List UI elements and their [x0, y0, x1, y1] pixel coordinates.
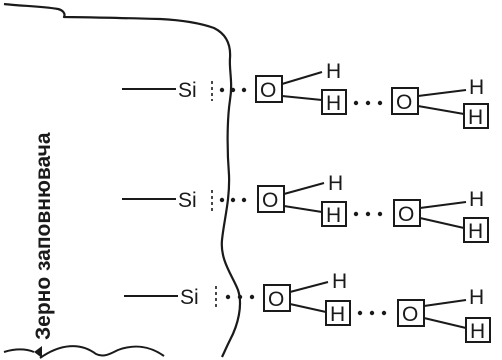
grain-boundary	[3, 2, 242, 358]
oxygen-atom: O	[396, 91, 412, 114]
grain-label: Зерно заповнювача	[32, 132, 55, 340]
oxygen-box	[263, 284, 291, 312]
oxygen-box	[393, 199, 421, 227]
hydrogen-atom: H	[330, 303, 345, 326]
oh-bond	[423, 317, 467, 329]
oxygen-atom: O	[262, 189, 278, 212]
oxygen-atom: O	[398, 203, 414, 226]
oh-bond	[289, 303, 327, 313]
hydrogen-box	[463, 217, 489, 243]
dot	[353, 100, 359, 106]
dot	[241, 87, 247, 93]
oxygen-box	[255, 75, 283, 103]
arrow-icon	[34, 346, 42, 358]
row-3: Si O H H O H H	[124, 270, 491, 343]
hydrogen-atom: H	[469, 286, 484, 309]
hydrogen-atom: H	[332, 270, 347, 293]
row-2: Si O H H O H H	[122, 172, 489, 243]
oh-bond	[283, 205, 323, 213]
hydrogen-atom: H	[468, 220, 483, 243]
dot	[357, 310, 363, 316]
oxygen-atom: O	[402, 303, 418, 326]
dot	[225, 294, 231, 300]
dot	[230, 87, 236, 93]
dot	[230, 197, 236, 203]
oh-bond	[281, 71, 323, 85]
si-atom: Si	[178, 79, 197, 102]
dot	[369, 310, 375, 316]
dot	[249, 294, 255, 300]
oh-bond	[419, 217, 465, 229]
grain-bottom-edge	[3, 345, 165, 359]
si-atom: Si	[178, 189, 197, 212]
oxygen-box	[257, 185, 285, 213]
oh-bond	[417, 105, 465, 115]
dot	[237, 294, 243, 300]
oxygen-box	[391, 87, 419, 115]
oh-bond	[281, 95, 323, 101]
dot	[219, 87, 225, 93]
oxygen-box	[397, 299, 425, 327]
dot	[219, 197, 225, 203]
hydrogen-box	[463, 103, 489, 129]
dot	[365, 100, 371, 106]
hydrogen-atom: H	[328, 172, 343, 195]
hydrogen-atom: H	[326, 204, 341, 227]
hydrogen-box	[325, 300, 351, 326]
hydrogen-box	[321, 89, 347, 115]
dot	[381, 310, 387, 316]
hydrogen-atom: H	[469, 188, 484, 211]
dot	[377, 100, 383, 106]
hydrogen-box	[321, 201, 347, 227]
hydrogen-atom: H	[469, 76, 484, 99]
dot	[353, 211, 359, 217]
oh-bond	[419, 201, 467, 209]
hydrogen-box	[465, 317, 491, 343]
hydrogen-atom: H	[326, 60, 341, 83]
hydrogen-atom: H	[468, 106, 483, 129]
dot	[241, 197, 247, 203]
oh-bond	[289, 281, 329, 293]
oh-bond	[423, 299, 467, 307]
si-atom: Si	[180, 286, 199, 309]
row-1: Si O H H O H H	[122, 60, 489, 129]
dot	[377, 211, 383, 217]
oxygen-atom: O	[260, 79, 276, 102]
dot	[365, 211, 371, 217]
oh-bond	[283, 182, 325, 195]
oxygen-atom: O	[268, 288, 284, 311]
oh-bond	[417, 89, 467, 97]
hydrogen-atom: H	[326, 92, 341, 115]
hydrogen-atom: H	[470, 320, 485, 343]
